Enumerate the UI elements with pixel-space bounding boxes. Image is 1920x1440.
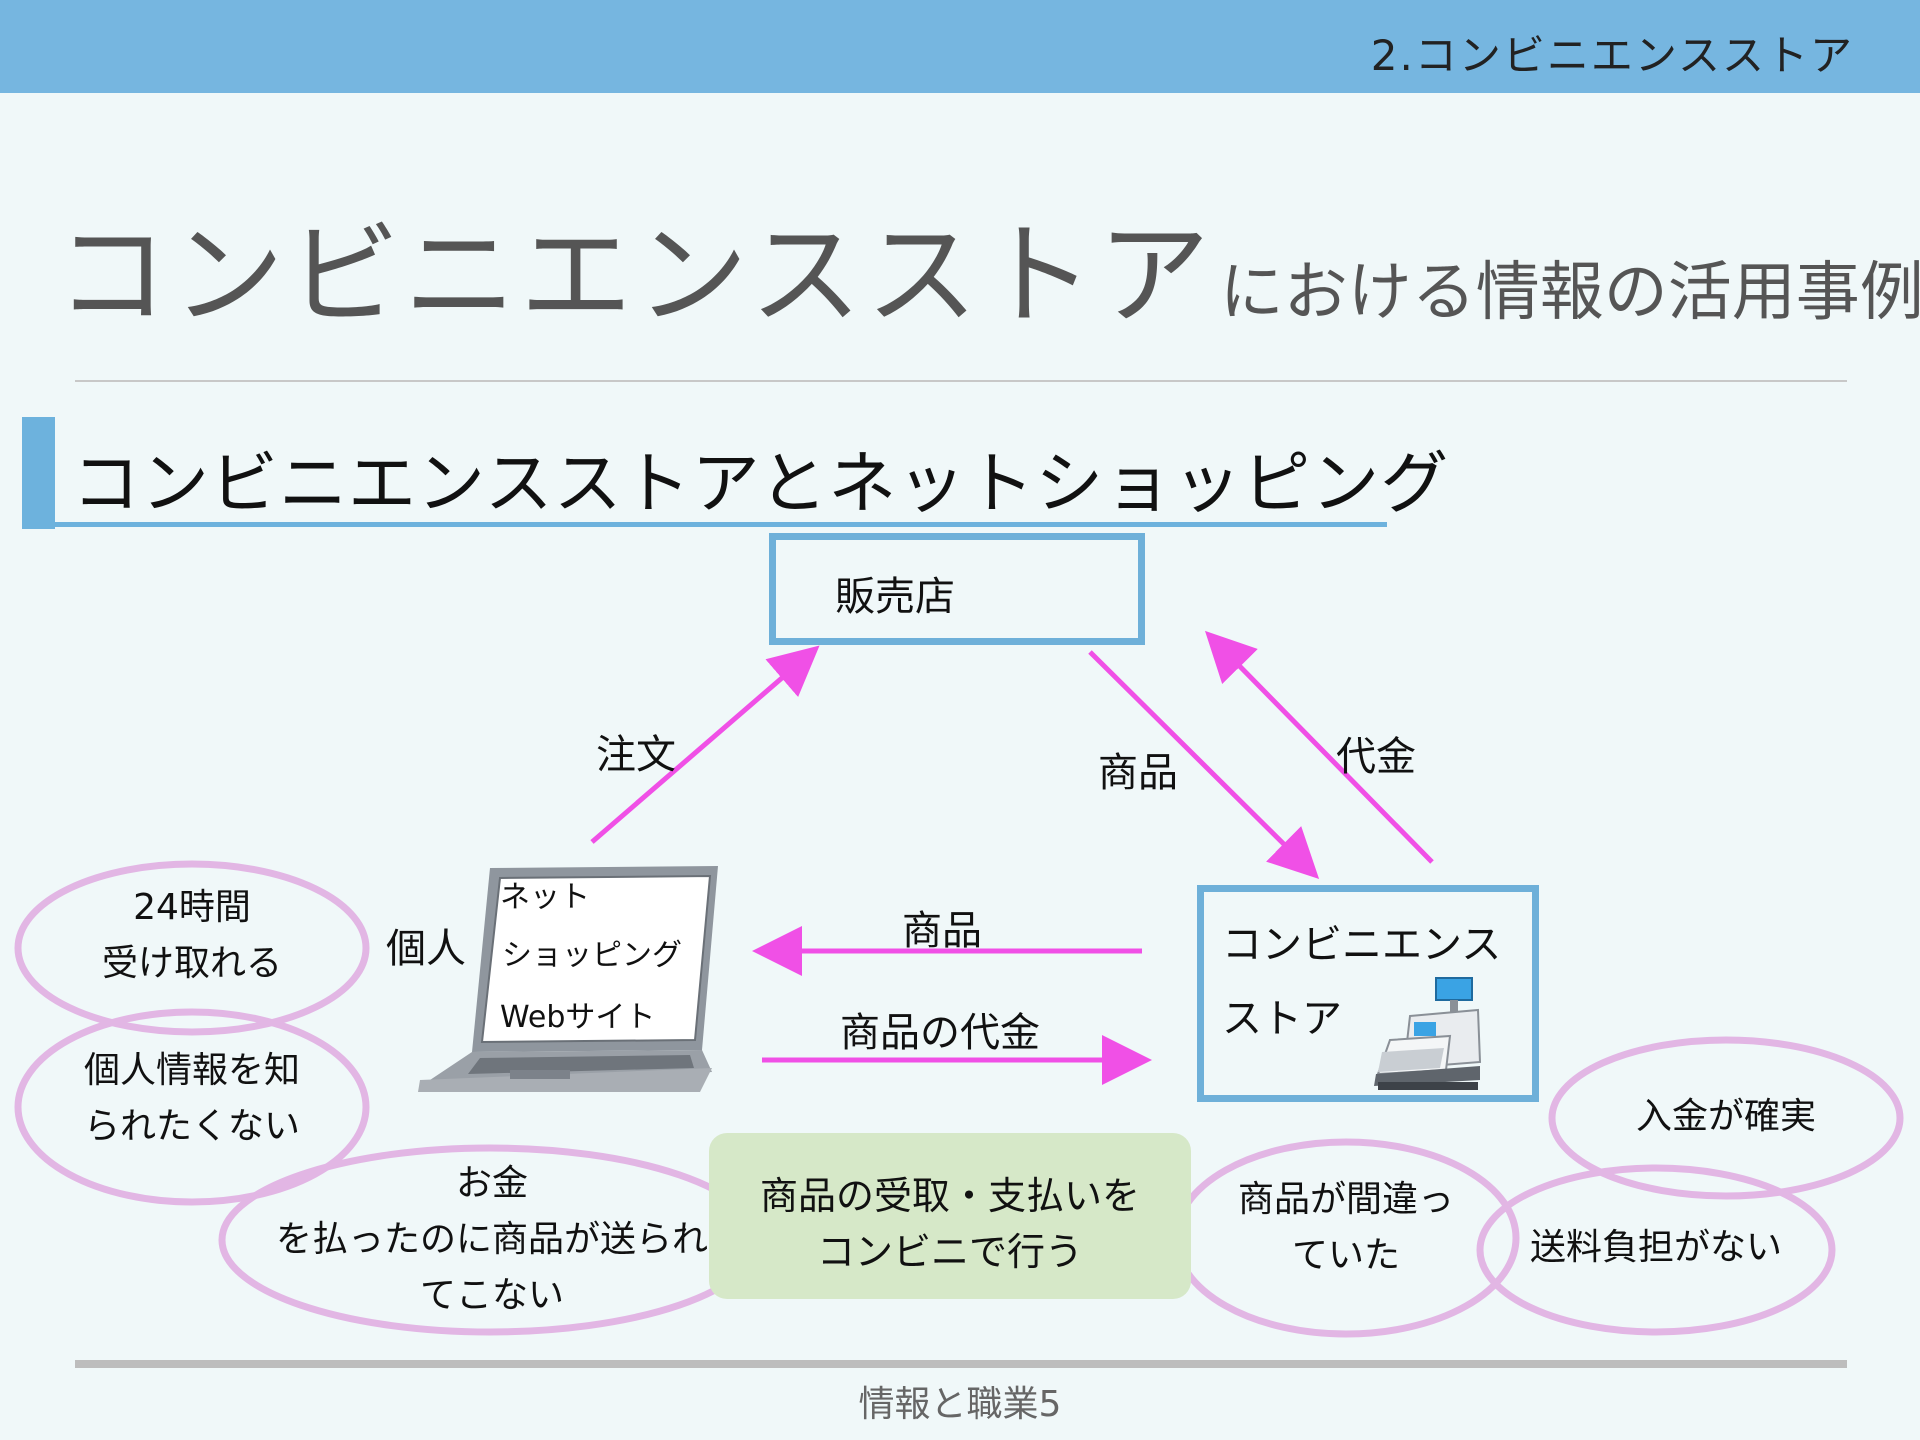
arrow-goods-to-store xyxy=(1088,650,1320,880)
bubble-shape-1 xyxy=(14,860,370,1036)
footer-label: 情報と職業5 xyxy=(858,1384,1062,1425)
store-label-line1: コンビニエンス xyxy=(1222,922,1502,968)
header-bar: 2.コンビニエンスストア xyxy=(0,0,1920,93)
center-note-box xyxy=(709,1133,1191,1299)
arrow-label-payment-to-store: 商品の代金 xyxy=(840,1010,1040,1056)
section-accent-bar xyxy=(22,417,55,529)
title-divider xyxy=(75,380,1847,382)
bubble-text-2: 個人情報を知 られたくない xyxy=(83,1050,300,1147)
page-title: コンビニエンスストアにおける情報の活用事例 xyxy=(56,185,1920,347)
arrow-label-goods-to-individual: 商品 xyxy=(902,908,982,954)
bubble-text-3: お金 を払ったのに商品が送られ てこない xyxy=(275,1163,708,1316)
bubble-shape-2 xyxy=(14,1008,370,1206)
cash-register-icon xyxy=(1374,977,1482,1090)
bubble-text-6: 送料負担がない xyxy=(1529,1227,1782,1268)
laptop-screen-line-2: ショッピング xyxy=(502,938,682,973)
arrow-payment-to-shop xyxy=(1204,630,1434,864)
section-underline xyxy=(55,522,1387,527)
arrow-label-goods-to-store: 商品 xyxy=(1098,750,1178,796)
bubble-shape-6 xyxy=(1476,1164,1836,1336)
laptop-screen-line-1: ネット xyxy=(500,880,590,915)
footer-divider xyxy=(75,1360,1847,1368)
section-heading: コンビニエンスストアとネットショッピング xyxy=(72,445,1450,524)
bubble-shape-5 xyxy=(1548,1036,1904,1200)
shop-label: 販売店 xyxy=(835,574,955,620)
section-label: 2.コンビニエンスストア xyxy=(1370,31,1854,80)
arrow-order xyxy=(590,645,820,844)
bubble-text-1: 24時間 受け取れる xyxy=(101,887,282,984)
laptop-screen-line-3: Webサイト xyxy=(500,1000,656,1035)
center-note-text: 商品の受取・支払いを コンビニで行う xyxy=(759,1174,1140,1274)
laptop-icon xyxy=(418,866,718,1092)
title-main: コンビニエンスストア xyxy=(56,211,1214,341)
convenience-store-box xyxy=(1197,885,1539,1102)
arrow-label-order: 注文 xyxy=(596,732,676,778)
arrow-label-payment-to-shop: 代金 xyxy=(1336,734,1416,780)
title-sub: における情報の活用事例 xyxy=(1219,256,1920,330)
individual-label: 個人 xyxy=(386,926,466,972)
bubble-text-5: 入金が確実 xyxy=(1635,1096,1816,1137)
shop-box xyxy=(769,533,1145,645)
store-label-line2: ストア xyxy=(1222,996,1342,1042)
bubble-text-4: 商品が間違っ ていた xyxy=(1237,1179,1454,1276)
